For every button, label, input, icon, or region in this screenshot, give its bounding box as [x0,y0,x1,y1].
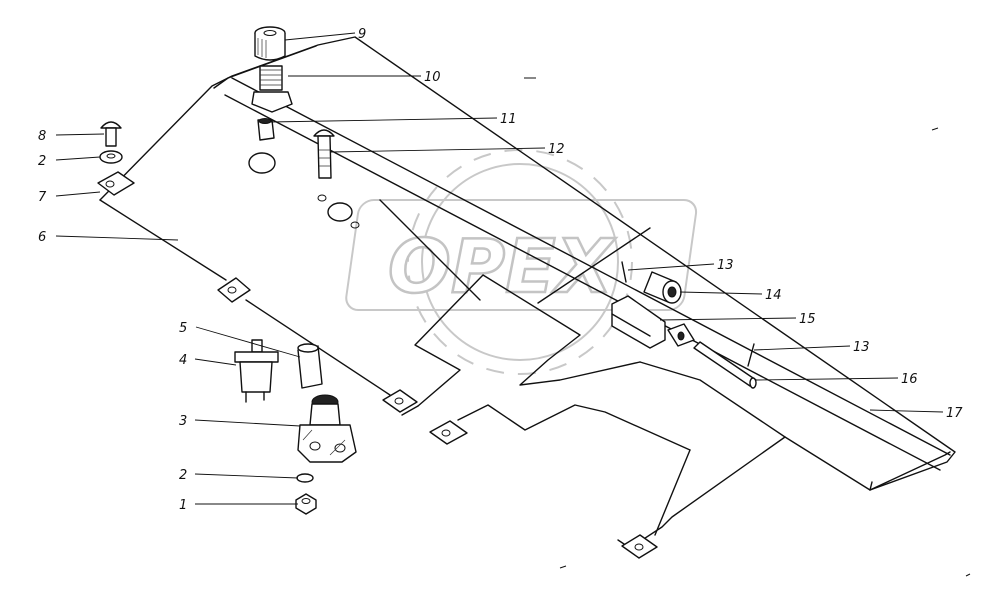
callout-16: 16 [901,372,918,387]
callout-2-bottom: 2 [179,468,187,483]
dash-mark [931,127,939,131]
callout-8: 8 [38,129,46,144]
hinge-bracket-part-15 [611,295,695,349]
panel-tab-top-left [97,171,135,196]
callout-labels: 1 2 2 3 4 5 6 7 8 9 10 11 12 13 13 14 15… [38,27,963,513]
switch-body-part-3 [297,394,357,463]
callout-9: 9 [358,27,366,42]
washer-part-2-top [99,150,123,164]
panel-tab-bottom-right [621,534,658,559]
bushing-part-10 [251,65,293,113]
cotter-pin-part-13-upper [621,261,627,283]
screw-part-8 [100,121,122,147]
panel-tab-bottom-middle [429,420,468,445]
callout-11: 11 [500,112,517,127]
sleeve-part-14 [643,271,682,304]
sleeve-part-5 [297,343,323,389]
nut-part-1 [295,493,317,515]
leader-lines [55,32,944,505]
panel-tab-left [217,277,251,303]
callout-4: 4 [179,353,187,368]
switch-part-4 [234,339,279,403]
watermark-text: OPEX [388,224,617,310]
callout-17: 17 [946,406,963,421]
callout-13-upper: 13 [717,258,734,273]
panel-tab-bottom-left [382,389,418,413]
callout-12: 12 [548,142,565,157]
panel-holes [248,152,360,229]
callout-7: 7 [38,190,47,205]
callout-2-top: 2 [38,154,46,169]
washer-part-2-bottom [296,473,314,483]
dash-mark [965,573,971,577]
callout-1: 1 [179,498,187,513]
opex-watermark: OPEX [345,149,698,375]
callout-13-lower: 13 [853,340,870,355]
callout-3: 3 [179,414,187,429]
callout-6: 6 [38,230,46,245]
callout-10: 10 [424,70,441,85]
callout-14: 14 [765,288,782,303]
knob-part-9 [254,26,286,61]
callout-5: 5 [179,321,187,336]
cotter-pin-part-13-lower [747,343,755,367]
pin-part-11 [257,118,275,141]
mounting-panel [99,36,956,549]
callout-15: 15 [799,312,816,327]
bolt-part-12 [313,129,335,179]
dash-mark [559,565,567,569]
